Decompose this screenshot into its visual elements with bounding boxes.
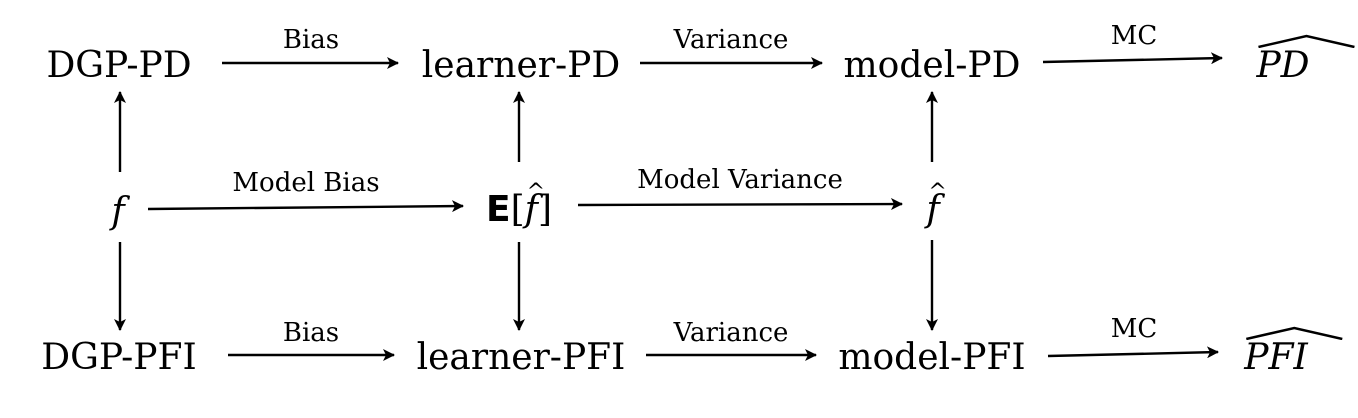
pd-hat-group: PD — [1256, 48, 1309, 84]
f-hat-group: ^f — [926, 182, 946, 230]
node-dgp-pd: DGP-PD — [46, 45, 192, 86]
node-learner-pd: learner-PD — [421, 45, 621, 86]
bracket-open: [ — [510, 189, 525, 230]
pfi-hat-label: PFI — [1244, 337, 1308, 378]
edge-label-variance-top: Variance — [673, 25, 789, 55]
node-pd-hat: PD — [1256, 48, 1309, 84]
arrow-expectation-to-f-hat — [577, 198, 903, 211]
node-dgp-pfi: DGP-PFI — [41, 337, 197, 378]
hat-accent-icon: ^ — [928, 180, 947, 205]
edge-label-bias-top: Bias — [282, 25, 340, 55]
pd-hat-label: PD — [1256, 45, 1310, 86]
widehat-icon — [1256, 34, 1356, 48]
edge-label-model-bias: Model Bias — [232, 168, 380, 198]
f-hat-label: f — [926, 189, 940, 230]
node-f: f — [111, 191, 125, 232]
bracket-close: ] — [537, 189, 553, 230]
hat-accent-icon: ^ — [526, 180, 546, 205]
edge-label-variance-bottom: Variance — [673, 318, 789, 348]
node-learner-pfi: learner-PFI — [416, 337, 626, 378]
edge-label-model-variance: Model Variance — [637, 165, 843, 195]
pfi-hat-group: PFI — [1244, 340, 1307, 376]
node-f-hat: ^f — [926, 182, 946, 230]
arrow-model-pd-to-pd-hat — [1042, 52, 1223, 65]
edge-label-bias-bottom: Bias — [282, 318, 340, 348]
arrow-model-pfi-to-pfi-hat — [1047, 346, 1219, 359]
expectation-symbol: E — [485, 189, 511, 230]
node-pfi-hat: PFI — [1244, 340, 1307, 376]
edge-label-mc-bottom: MC — [1110, 314, 1158, 344]
expectation-arg: ^f — [524, 182, 545, 230]
node-model-pd: model-PD — [843, 45, 1021, 86]
edge-label-mc-top: MC — [1110, 21, 1158, 51]
arrow-f-to-expectation — [147, 200, 464, 213]
widehat-icon — [1244, 326, 1344, 340]
expectation-arg-label: f — [524, 189, 538, 230]
node-model-pfi: model-PFI — [838, 337, 1026, 378]
node-expectation-f-hat: E[^f] — [485, 182, 553, 230]
